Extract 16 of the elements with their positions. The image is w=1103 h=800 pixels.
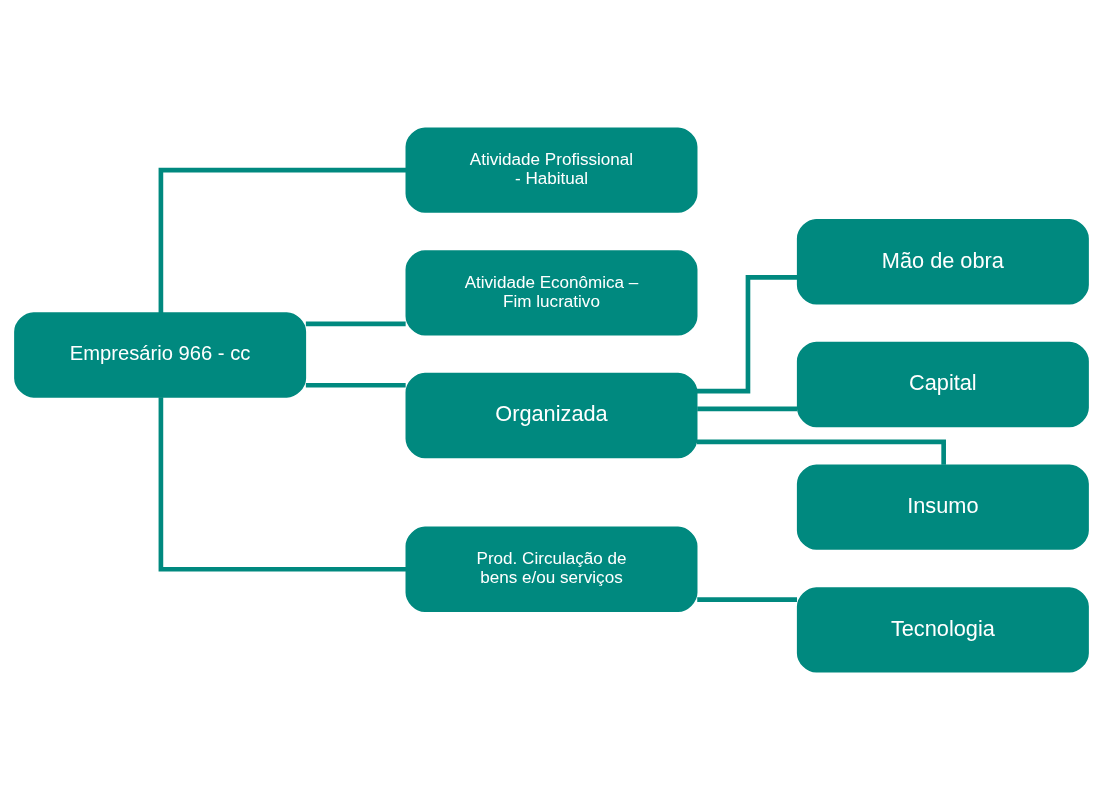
connector: [696, 275, 798, 394]
node-box: Tecnologia: [796, 587, 1089, 673]
connector: [158, 397, 407, 572]
connector: [305, 382, 406, 388]
connector: [697, 597, 798, 602]
node-box: Organizada: [405, 372, 698, 459]
node-box: Insumo: [796, 464, 1089, 550]
connector: [158, 167, 407, 314]
connector: [697, 406, 798, 412]
node-box: Mão de obra: [796, 219, 1089, 305]
connector: [305, 321, 406, 327]
node-box: Empresário 966 - cc: [14, 312, 307, 398]
node-box: Atividade Econômica – Fim lucrativo: [405, 250, 698, 336]
node-box: Capital: [796, 341, 1089, 428]
node-box: Prod. Circulação de bens e/ou serviços: [405, 526, 698, 612]
node-box: Atividade Profissional - Habitual: [405, 127, 698, 213]
